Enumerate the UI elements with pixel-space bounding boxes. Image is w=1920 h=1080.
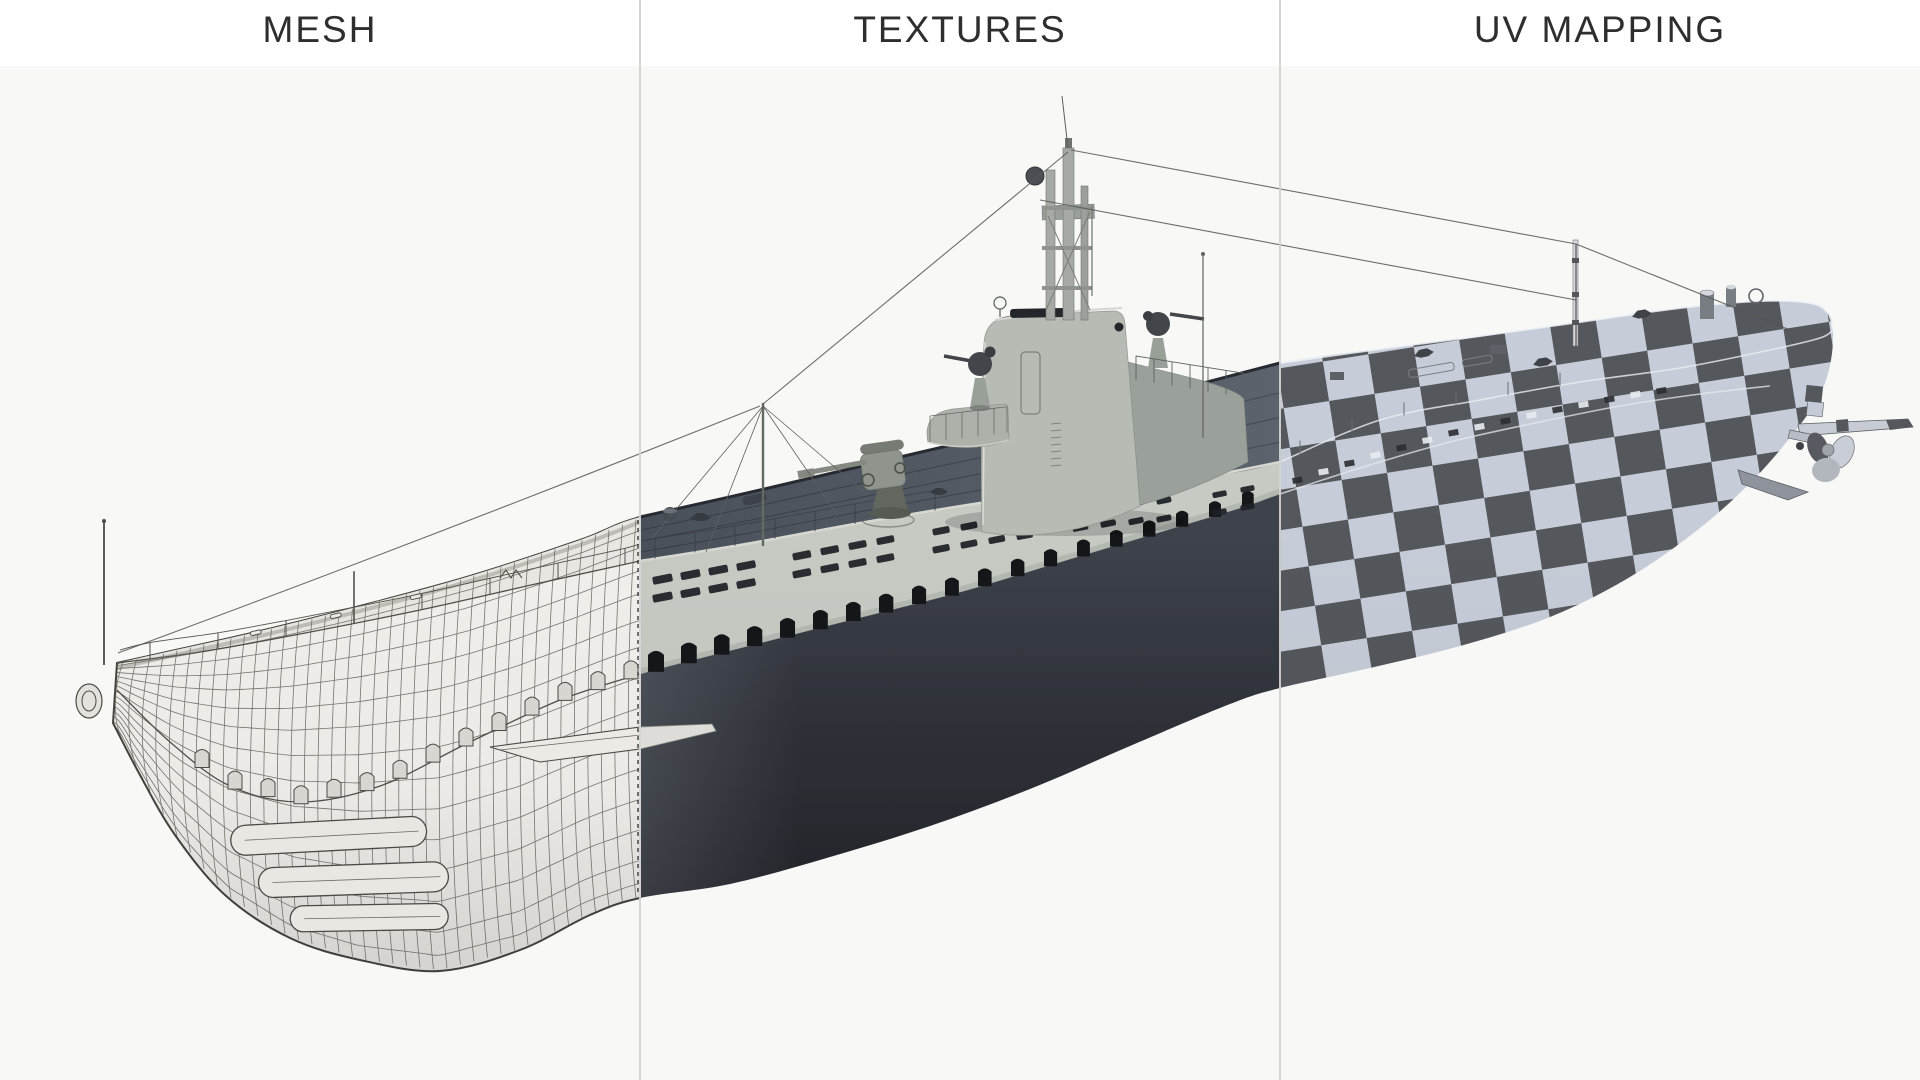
uv-mapping-panel-figure xyxy=(1281,239,1914,688)
panel-header-textures: TEXTURES xyxy=(640,0,1280,66)
textures-panel-figure xyxy=(641,95,1281,898)
panel-header-uv-mapping: UV MAPPING xyxy=(1280,0,1920,66)
panel-divider-1 xyxy=(639,0,641,1080)
rigging-cables xyxy=(117,149,1796,654)
panel-header-bar: MESH TEXTURES UV MAPPING xyxy=(0,0,1920,66)
panel-label-uv-mapping: UV MAPPING xyxy=(1473,9,1727,50)
mesh-panel-figure xyxy=(75,515,641,973)
panel-label-textures: TEXTURES xyxy=(853,9,1067,50)
panel-label-mesh: MESH xyxy=(262,9,378,50)
panel-divider-2 xyxy=(1279,0,1281,1080)
panel-header-mesh: MESH xyxy=(0,0,640,66)
